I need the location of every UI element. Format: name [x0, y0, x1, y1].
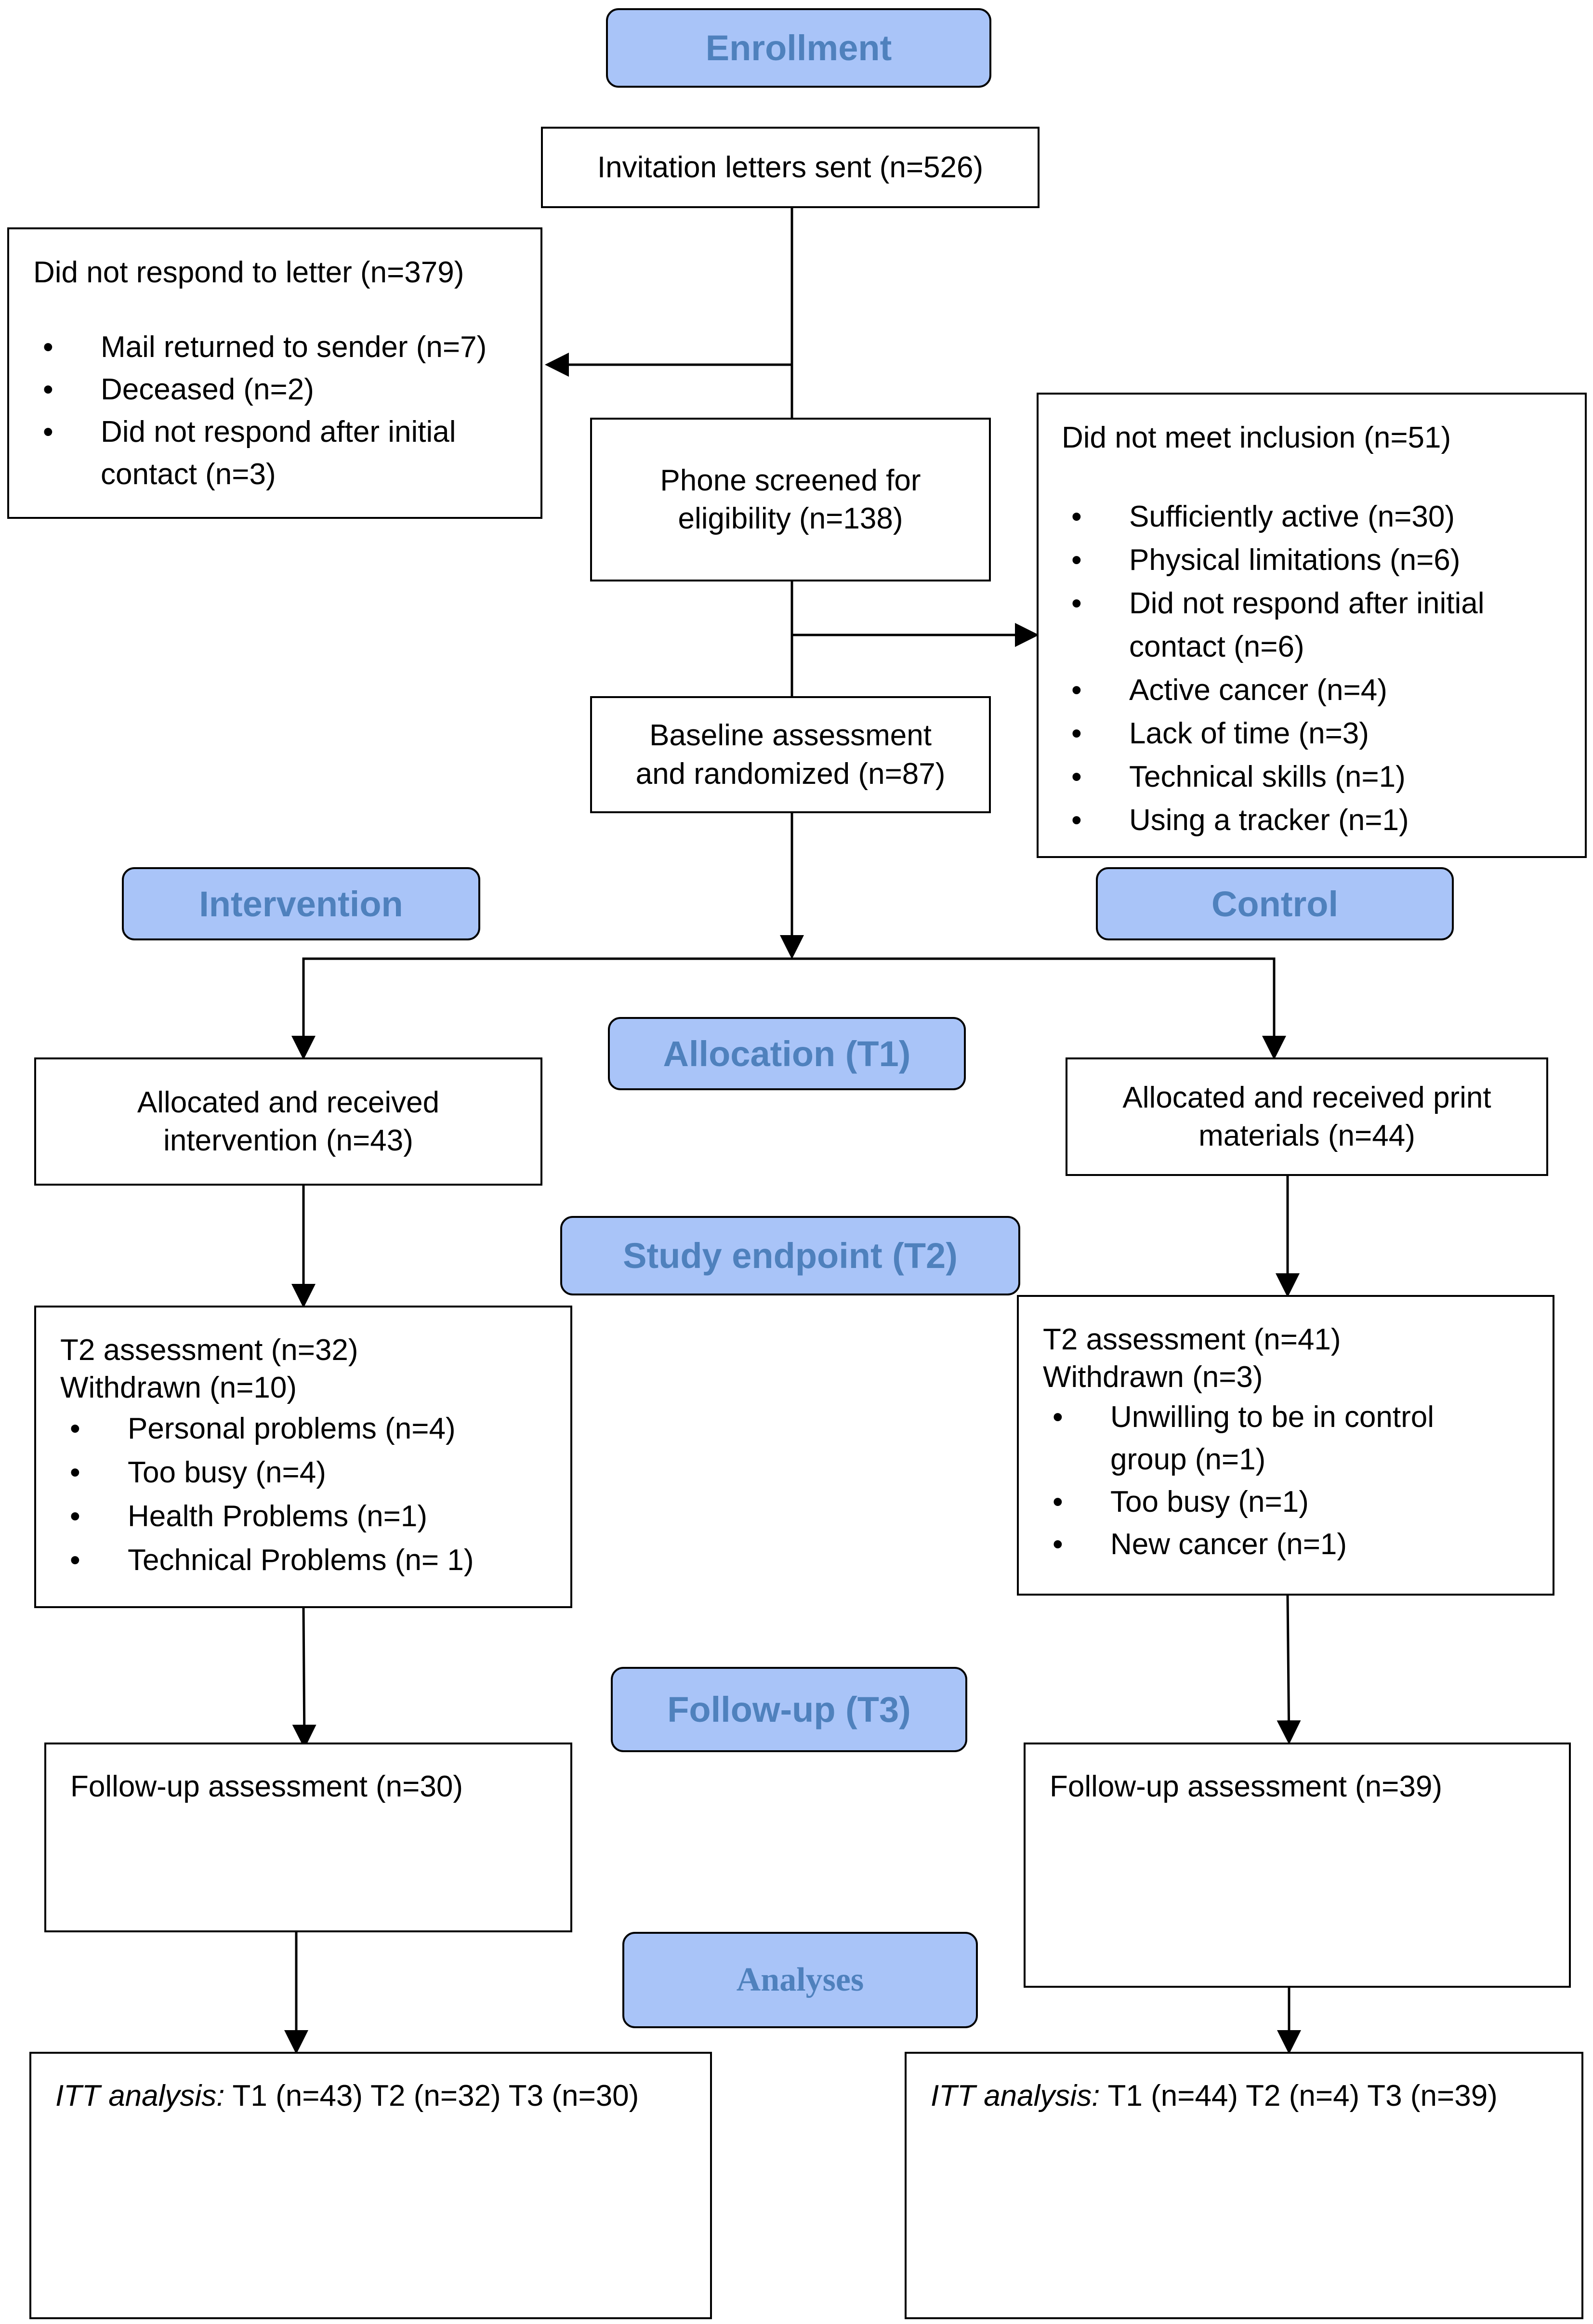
phone-screened-text: Phone screened for eligibility (n=138) — [660, 463, 921, 535]
list-item: Did not respond after initial contact (n… — [1071, 582, 1524, 669]
alloc-control-text: Allocated and received print materials (… — [1122, 1081, 1491, 1152]
itt-control-box: ITT analysis: T1 (n=44) T2 (n=4) T3 (n=3… — [905, 2052, 1583, 2319]
t2-ctrl-withdrawn: Withdrawn (n=3) — [1043, 1360, 1263, 1394]
no-response-title: Did not respond to letter (n=379) — [33, 256, 464, 289]
t2-intervention-box: T2 assessment (n=32) Withdrawn (n=10) Pe… — [34, 1306, 572, 1608]
alloc-intervention-text: Allocated and received intervention (n=4… — [137, 1085, 440, 1157]
itt-ctrl-label: ITT analysis: — [931, 2079, 1100, 2113]
header-analyses: Analyses — [622, 1932, 978, 2028]
followup-control-box: Follow-up assessment (n=39) — [1024, 1743, 1571, 1988]
header-study-endpoint: Study endpoint (T2) — [560, 1216, 1020, 1295]
not-meet-title: Did not meet inclusion (n=51) — [1062, 421, 1451, 454]
itt-int-values: T1 (n=43) T2 (n=32) T3 (n=30) — [224, 2079, 639, 2113]
header-control: Control — [1096, 867, 1454, 940]
header-intervention: Intervention — [122, 867, 480, 940]
itt-intervention-box: ITT analysis: T1 (n=43) T2 (n=32) T3 (n=… — [29, 2052, 712, 2319]
header-enrollment: Enrollment — [606, 8, 991, 88]
not-meet-list: Sufficiently active (n=30) Physical limi… — [1062, 495, 1566, 842]
list-item: Sufficiently active (n=30) — [1071, 495, 1566, 539]
header-allocation: Allocation (T1) — [608, 1017, 966, 1090]
list-item: Mail returned to sender (n=7) — [43, 326, 521, 369]
arrow-t2-ctrl-to-followup — [1277, 1595, 1301, 1744]
list-item: Physical limitations (n=6) — [1071, 539, 1566, 582]
invitation-box: Invitation letters sent (n=526) — [541, 127, 1040, 208]
arrow-t2-int-to-followup — [292, 1608, 316, 1749]
followup-intervention-box: Follow-up assessment (n=30) — [44, 1743, 572, 1932]
list-item: Too busy (n=1) — [1053, 1481, 1533, 1523]
list-item: Technical skills (n=1) — [1071, 755, 1566, 799]
t2-int-list: Personal problems (n=4) Too busy (n=4) H… — [60, 1407, 551, 1582]
t2-int-assessment: T2 assessment (n=32) — [60, 1334, 358, 1367]
alloc-control-box: Allocated and received print materials (… — [1066, 1057, 1548, 1176]
no-response-list: Mail returned to sender (n=7) Deceased (… — [33, 326, 521, 496]
list-item: Personal problems (n=4) — [70, 1407, 551, 1451]
list-item: Lack of time (n=3) — [1071, 712, 1566, 755]
list-item: Technical Problems (n= 1) — [70, 1538, 551, 1582]
baseline-box: Baseline assessment and randomized (n=87… — [590, 696, 991, 813]
t2-control-box: T2 assessment (n=41) Withdrawn (n=3) Unw… — [1017, 1295, 1554, 1596]
t2-int-withdrawn: Withdrawn (n=10) — [60, 1371, 297, 1404]
t2-ctrl-assessment: T2 assessment (n=41) — [1043, 1323, 1341, 1356]
itt-int-label: ITT analysis: — [55, 2079, 225, 2113]
list-item: Health Problems (n=1) — [70, 1494, 551, 1538]
list-item: Deceased (n=2) — [43, 369, 521, 411]
phone-screened-box: Phone screened for eligibility (n=138) — [590, 418, 991, 581]
t2-ctrl-list: Unwilling to be in control group (n=1) T… — [1043, 1396, 1533, 1566]
list-item: Unwilling to be in control group (n=1) — [1053, 1396, 1486, 1481]
not-meet-box: Did not meet inclusion (n=51) Sufficient… — [1037, 393, 1587, 858]
list-item: Too busy (n=4) — [70, 1451, 551, 1494]
invitation-text: Invitation letters sent (n=526) — [597, 150, 984, 184]
no-response-box: Did not respond to letter (n=379) Mail r… — [7, 227, 542, 519]
list-item: New cancer (n=1) — [1053, 1523, 1533, 1566]
alloc-intervention-box: Allocated and received intervention (n=4… — [34, 1057, 542, 1186]
split-line — [302, 957, 1276, 1057]
header-follow-up: Follow-up (T3) — [611, 1667, 967, 1752]
list-item: Active cancer (n=4) — [1071, 669, 1566, 712]
list-item: Using a tracker (n=1) — [1071, 799, 1566, 842]
followup-int-text: Follow-up assessment (n=30) — [70, 1770, 463, 1803]
itt-ctrl-values: T1 (n=44) T2 (n=4) T3 (n=39) — [1100, 2079, 1498, 2113]
list-item: Did not respond after initial contact (n… — [43, 411, 496, 496]
followup-ctrl-text: Follow-up assessment (n=39) — [1050, 1770, 1442, 1803]
baseline-text: Baseline assessment and randomized (n=87… — [635, 719, 946, 791]
